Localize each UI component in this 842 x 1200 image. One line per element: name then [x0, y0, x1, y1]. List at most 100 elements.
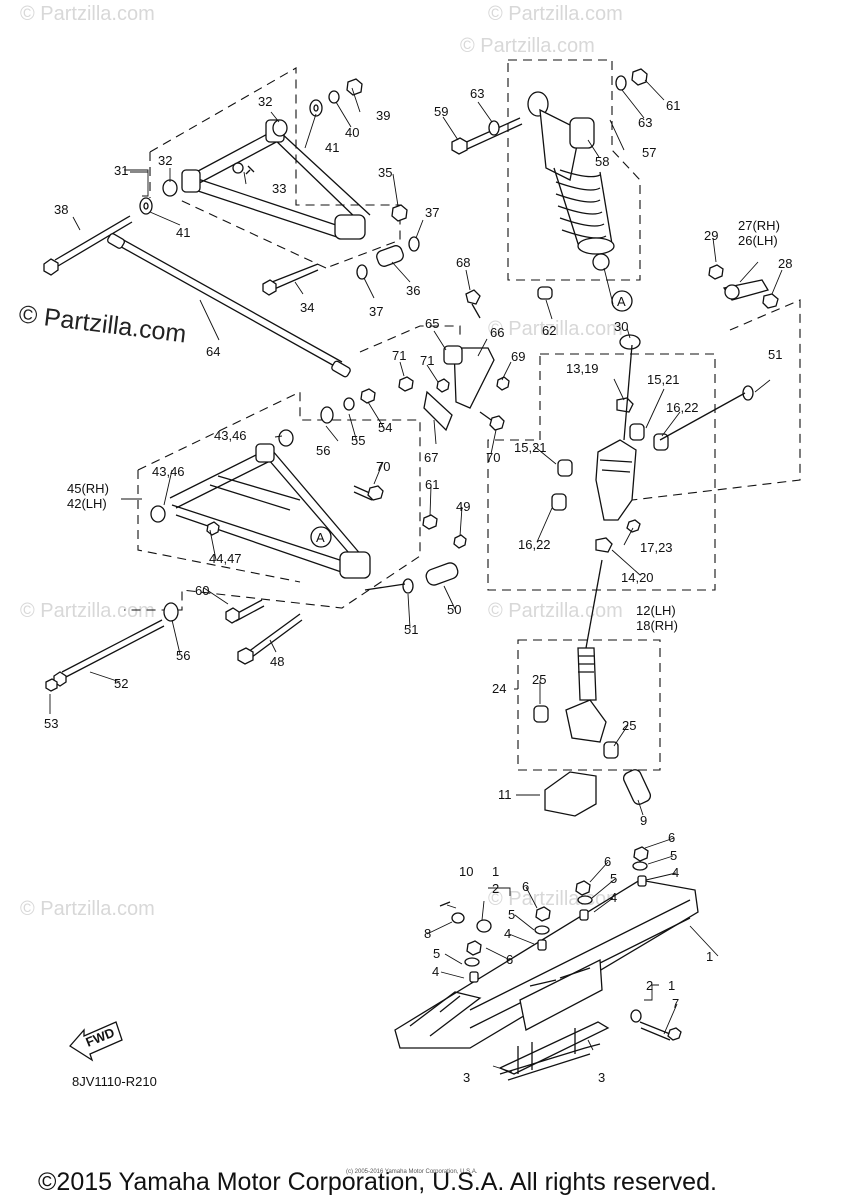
- part-label: 26(LH): [738, 233, 778, 248]
- part-label: 59: [434, 104, 448, 119]
- part-label: 36: [406, 283, 420, 298]
- part-label: 18(RH): [636, 618, 678, 633]
- part-label: 71: [420, 353, 434, 368]
- ref-letter: A: [617, 294, 626, 309]
- copyright-footer: ©2015 Yamaha Motor Corporation, U.S.A. A…: [38, 1168, 717, 1196]
- part-label: 37: [369, 304, 383, 319]
- part-label: 71: [392, 348, 406, 363]
- part-label: 17,23: [640, 540, 673, 555]
- lower-a-arm-group: A: [45, 388, 467, 692]
- part-label: 29: [704, 228, 718, 243]
- part-label: 70: [486, 450, 500, 465]
- part-label: 6: [668, 830, 675, 845]
- part-label: 56: [316, 443, 330, 458]
- linkage-group: [359, 289, 510, 432]
- part-label: 43,46: [152, 464, 185, 479]
- part-label: 15,21: [514, 440, 547, 455]
- part-label: 51: [404, 622, 418, 637]
- part-label: 27(RH): [738, 218, 780, 233]
- part-label: 37: [425, 205, 439, 220]
- part-label: 41: [325, 140, 339, 155]
- watermark-text: © Partzilla.com: [460, 35, 595, 57]
- watermark-text: © Partzilla.com: [20, 3, 155, 25]
- leader-lines: [49, 79, 783, 1073]
- part-label: 1: [706, 949, 713, 964]
- part-label: 35: [378, 165, 392, 180]
- part-label: 10: [459, 864, 473, 879]
- part-label: 38: [54, 202, 68, 217]
- part-label: 12(LH): [636, 603, 676, 618]
- part-label: 45(RH): [67, 481, 109, 496]
- part-label: 49: [456, 499, 470, 514]
- part-label: 24: [492, 681, 506, 696]
- part-label: 4: [432, 964, 439, 979]
- part-label: 4: [672, 865, 679, 880]
- part-label: 65: [425, 316, 439, 331]
- part-label: 6: [506, 952, 513, 967]
- part-label: 61: [666, 98, 680, 113]
- part-label: 3: [463, 1070, 470, 1085]
- part-label: 34: [300, 300, 314, 315]
- part-label: 3: [598, 1070, 605, 1085]
- part-label: 41: [176, 225, 190, 240]
- part-label: 5: [610, 871, 617, 886]
- part-label: 9: [640, 813, 647, 828]
- part-label: 40: [345, 125, 359, 140]
- part-label: 31: [114, 163, 128, 178]
- ski-assembly: [394, 846, 699, 1081]
- part-label: 54: [378, 420, 392, 435]
- part-label: 55: [351, 433, 365, 448]
- part-label: 50: [447, 602, 461, 617]
- part-label: 5: [670, 848, 677, 863]
- part-label: 56: [176, 648, 190, 663]
- part-label: 16,22: [666, 400, 699, 415]
- part-label: 64: [206, 344, 220, 359]
- part-label: 6: [604, 854, 611, 869]
- part-label: 69: [511, 349, 525, 364]
- part-label: 67: [424, 450, 438, 465]
- part-label: 63: [638, 115, 652, 130]
- part-label: 53: [44, 716, 58, 731]
- part-label: 14,20: [621, 570, 654, 585]
- part-label: 7: [672, 996, 679, 1011]
- part-label: 30: [614, 319, 628, 334]
- watermark-text: © Partzilla.com: [20, 600, 155, 622]
- spindle-housing-group: [487, 264, 801, 591]
- part-label: 11: [498, 787, 512, 802]
- watermark-text: © Partzilla.com: [488, 318, 623, 340]
- part-label: 1: [492, 864, 499, 879]
- diagram-code: 8JV1110-R210: [72, 1074, 157, 1089]
- part-label: 25: [622, 718, 636, 733]
- part-label: 32: [158, 153, 172, 168]
- watermark-main: © Partzilla.com: [17, 300, 188, 348]
- part-label: 4: [610, 890, 617, 905]
- part-label: 66: [490, 325, 504, 340]
- part-label: 44,47: [209, 551, 242, 566]
- part-label: 2: [492, 881, 499, 896]
- part-label: 63: [470, 86, 484, 101]
- part-label: 8: [424, 926, 431, 941]
- part-label: 42(LH): [67, 496, 107, 511]
- ref-letter: A: [316, 530, 325, 545]
- part-label: 61: [425, 477, 439, 492]
- part-label: 33: [272, 181, 286, 196]
- watermark-text: © Partzilla.com: [488, 888, 623, 910]
- watermark-text: © Partzilla.com: [488, 600, 623, 622]
- part-label: 51: [768, 347, 782, 362]
- part-label: 25: [532, 672, 546, 687]
- part-label: 16,22: [518, 537, 551, 552]
- part-label: 43,46: [214, 428, 247, 443]
- part-label: 62: [542, 323, 556, 338]
- watermark-text: © Partzilla.com: [488, 3, 623, 25]
- watermark-text: © Partzilla.com: [20, 898, 155, 920]
- part-label: 4: [504, 926, 511, 941]
- part-label: 60: [195, 583, 209, 598]
- part-label: 58: [595, 154, 609, 169]
- part-labels: 32 39 40 41 32 31 33 35 38 41 37 36 34 3…: [44, 86, 792, 1085]
- part-label: 13,19: [566, 361, 599, 376]
- part-label: 32: [258, 94, 272, 109]
- watermarks: © Partzilla.com © Partzilla.com © Partzi…: [17, 3, 622, 920]
- part-label: 28: [778, 256, 792, 271]
